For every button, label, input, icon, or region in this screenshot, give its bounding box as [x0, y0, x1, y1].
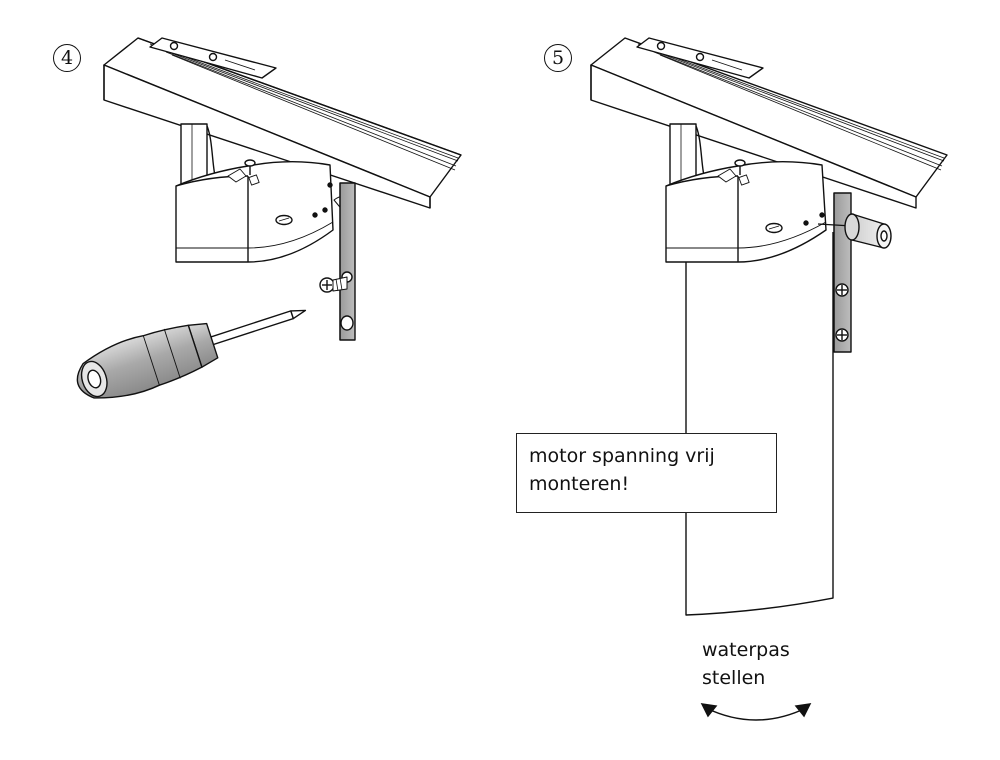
level-instruction: waterpas stellen [702, 636, 790, 692]
motor-head-left [175, 159, 349, 263]
step4-illustration [76, 37, 462, 399]
level-arrow-icon [700, 703, 812, 721]
level-instruction-line1: waterpas [702, 639, 790, 661]
screwdriver [76, 309, 307, 399]
rail-left [103, 37, 462, 209]
motor-head-right [665, 159, 827, 263]
motor-cylinder [685, 232, 834, 616]
level-instruction-line2: stellen [702, 667, 766, 689]
bushing-pin [817, 213, 892, 249]
warning-note-line2: monteren! [529, 473, 630, 495]
warning-note: motor spanning vrij monteren! [516, 433, 777, 513]
step-5-badge: 5 [544, 44, 572, 72]
step-4-badge: 4 [53, 44, 81, 72]
screw-left [319, 276, 348, 293]
step5-illustration [590, 37, 948, 616]
bracket-left [339, 182, 356, 341]
warning-note-line1: motor spanning vrij [529, 445, 715, 467]
rail-right [590, 37, 948, 209]
